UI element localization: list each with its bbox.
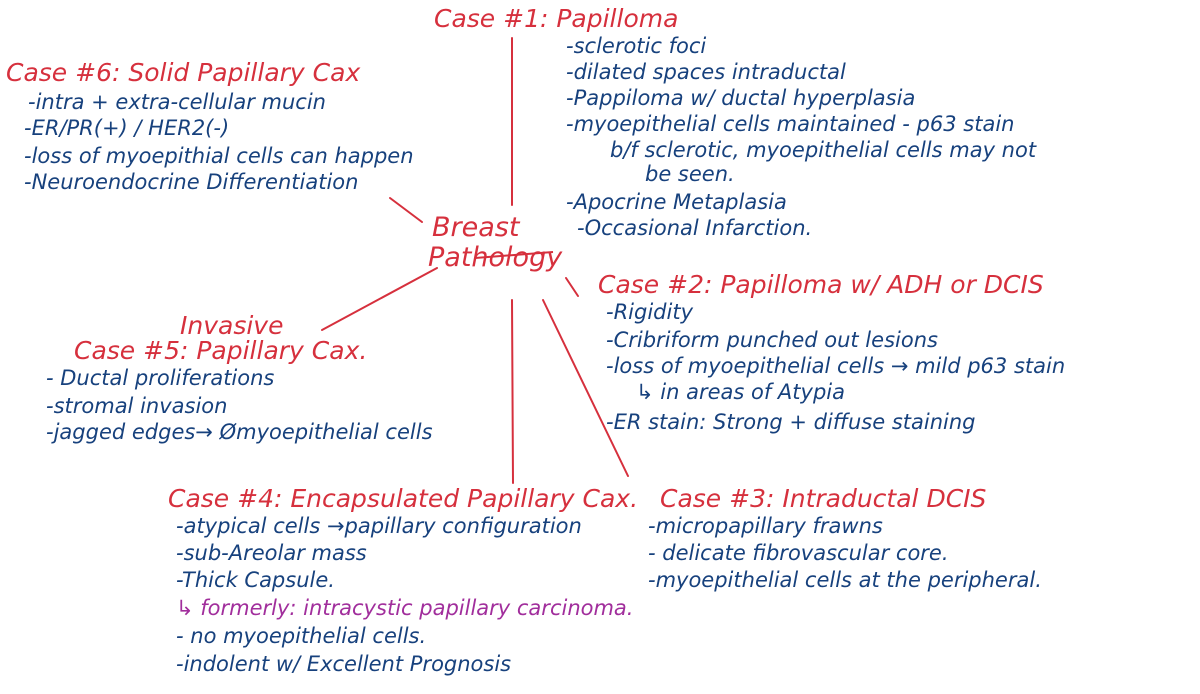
- case6-title: Case #6: Solid Papillary Cax: [6, 58, 361, 87]
- case2-title: Case #2: Papilloma w/ ADH or DCIS: [598, 270, 1044, 299]
- case1-item: b/f sclerotic, myoepithelial cells may n…: [610, 138, 1037, 162]
- case2-item: -Rigidity: [606, 300, 693, 324]
- connector-case6: [389, 197, 423, 223]
- connector-case3: [542, 299, 629, 477]
- case4-title: Case #4: Encapsulated Papillary Cax.: [168, 484, 639, 513]
- case2-item: -Cribriform punched out lesions: [606, 328, 938, 352]
- case2-item: -ER stain: Strong + diffuse staining: [606, 410, 976, 434]
- case5-title: Case #5: Papillary Cax.: [74, 336, 368, 365]
- case6-item: -intra + extra-cellular mucin: [28, 90, 326, 114]
- case4-item: -indolent w/ Excellent Prognosis: [176, 652, 512, 676]
- connector-case4: [511, 299, 514, 484]
- case4-item: - no myoepithelial cells.: [176, 624, 427, 648]
- case1-title: Case #1: Papilloma: [434, 4, 679, 33]
- case3-item: - delicate fibrovascular core.: [648, 541, 949, 565]
- case3-item: -micropapillary frawns: [648, 514, 883, 538]
- case5-title-top: Invasive: [180, 311, 284, 340]
- center-title-line1: Breast: [432, 212, 520, 243]
- case2-item: -loss of myoepithelial cells → mild p63 …: [606, 354, 1066, 378]
- case1-item: -Pappiloma w/ ductal hyperplasia: [566, 86, 916, 110]
- case4-item: -atypical cells →papillary configuration: [176, 514, 582, 538]
- case1-item: -sclerotic foci: [566, 34, 707, 58]
- case5-item: - Ductal proliferations: [46, 366, 275, 390]
- connector-case5: [321, 267, 438, 331]
- case5-item: -jagged edges→ Ømyoepithelial cells: [46, 420, 433, 444]
- case6-item: -ER/PR(+) / HER2(-): [24, 116, 230, 140]
- case4-item: -Thick Capsule.: [176, 568, 335, 592]
- case3-title: Case #3: Intraductal DCIS: [660, 484, 987, 513]
- case1-item: -Apocrine Metaplasia: [566, 190, 787, 214]
- case6-item: -Neuroendocrine Differentiation: [24, 170, 359, 194]
- case4-item: -sub-Areolar mass: [176, 541, 367, 565]
- case1-item: -myoepithelial cells maintained - p63 st…: [566, 112, 1015, 136]
- case1-item: be seen.: [645, 162, 735, 186]
- case1-item: -dilated spaces intraductal: [566, 60, 846, 84]
- center-underline: [474, 251, 554, 259]
- case3-item: -myoepithelial cells at the peripheral.: [648, 568, 1042, 592]
- case4-note: ↳ formerly: intracystic papillary carcin…: [176, 596, 634, 620]
- case2-item: ↳ in areas of Atypia: [636, 380, 845, 404]
- center-title-line2: Pathology: [428, 242, 563, 273]
- case6-item: -loss of myoepithial cells can happen: [24, 144, 414, 168]
- case5-item: -stromal invasion: [46, 394, 228, 418]
- case1-item: -Occasional Infarction.: [577, 216, 813, 240]
- connector-case2: [565, 277, 579, 297]
